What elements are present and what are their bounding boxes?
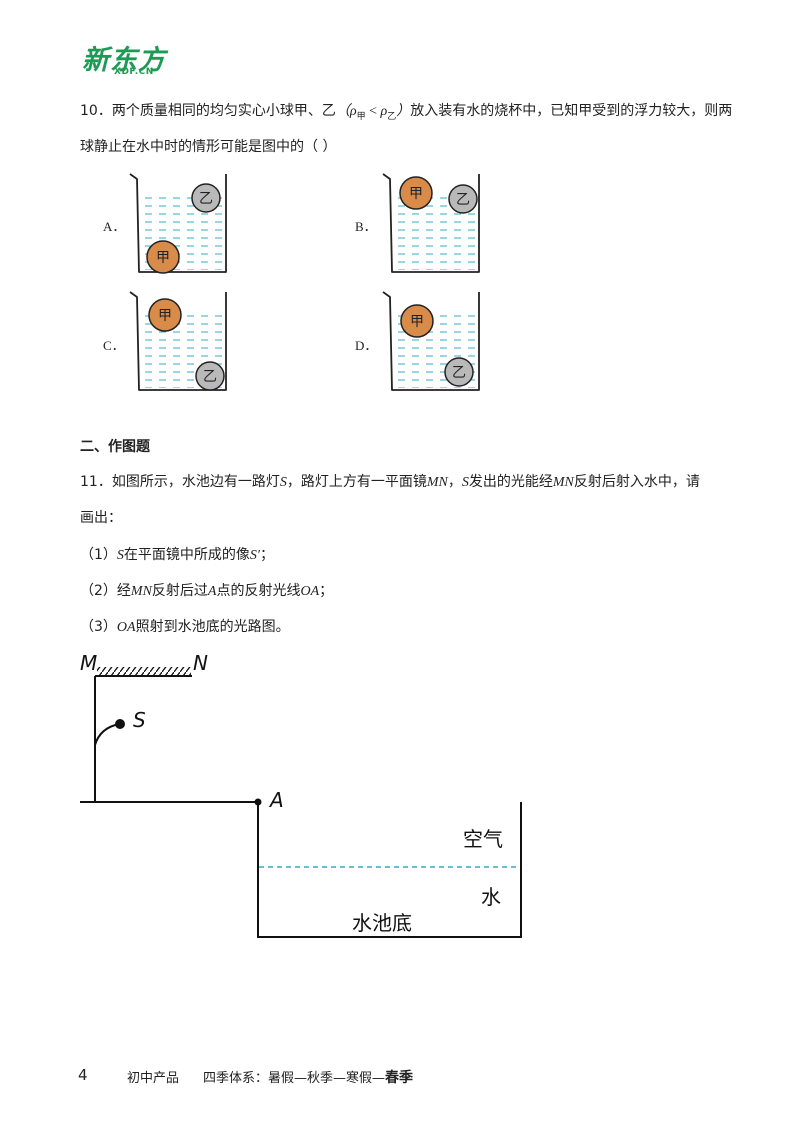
pool-outline <box>257 802 522 938</box>
ball-jia-c: 甲 <box>148 298 182 332</box>
option-c-label: C． <box>103 338 125 353</box>
svg-text:乙: 乙 <box>452 365 466 381</box>
label-pool-bottom: 水池底 <box>352 911 412 935</box>
lamp-arm <box>94 723 120 746</box>
ball-yi-c: 乙 <box>195 361 225 391</box>
label-a: A <box>268 788 284 812</box>
svg-text:甲: 甲 <box>156 250 170 266</box>
q10-text-part1: 两个质量相同的均匀实心小球甲、乙 <box>111 103 336 119</box>
svg-text:甲: 甲 <box>158 308 172 324</box>
footer-product: 初中产品 <box>127 1071 180 1086</box>
beakers-figure: 乙 甲 甲 乙 甲 乙 <box>129 173 480 391</box>
footer-system: 四季体系：暑假—秋季—寒假—春季 <box>203 1070 414 1086</box>
q11-sub2: （2）经MN反射后过A点的反射光线OA； <box>80 583 334 599</box>
svg-text:乙: 乙 <box>199 191 213 207</box>
label-s: S <box>133 708 146 732</box>
q11-line2: 画出： <box>80 510 122 526</box>
ball-yi-b: 乙 <box>448 184 478 214</box>
label-m: M <box>80 651 97 675</box>
section-title: 二、作图题 <box>80 439 150 455</box>
q10-line1: 10．两个质量相同的均匀实心小球甲、乙（ρ甲 < ρ乙）放入装有水的烧杯中，已知… <box>80 101 732 126</box>
option-b-label: B． <box>355 219 377 234</box>
q11-sub1: （1）S在平面镜中所成的像S′； <box>80 547 274 563</box>
svg-text:甲: 甲 <box>410 314 424 330</box>
beaker-b: 甲 乙 <box>382 173 480 273</box>
page-number: 4 <box>78 1066 88 1084</box>
logo-main-text: 新东方 <box>82 45 166 76</box>
mirror-mn <box>95 667 192 677</box>
svg-text:甲: 甲 <box>409 186 423 202</box>
ball-jia-a: 甲 <box>146 240 180 274</box>
ball-yi-a: 乙 <box>191 183 221 213</box>
ball-jia-d: 甲 <box>400 304 434 338</box>
q11-line1: 11．如图所示，水池边有一路灯S，路灯上方有一平面镜MN，S发出的光能经MN反射… <box>80 474 700 490</box>
q10-rho-a: （ρ甲 < ρ乙） <box>335 104 411 121</box>
logo-sub-text: XDF.CN <box>114 67 154 77</box>
beaker-d: 甲 乙 <box>382 291 480 391</box>
ball-jia-b: 甲 <box>399 176 433 210</box>
option-a-label: A． <box>103 219 126 234</box>
lamp-s-point <box>115 719 125 729</box>
ball-yi-d: 乙 <box>444 357 474 387</box>
svg-text:乙: 乙 <box>456 192 470 208</box>
q10-text-part2: 放入装有水的烧杯中，已知甲受到的浮力较大，则两 <box>410 103 733 119</box>
label-water: 水 <box>481 885 501 909</box>
beaker-a: 乙 甲 <box>129 173 227 274</box>
option-d-label: D． <box>355 338 378 353</box>
q10-number: 10． <box>80 103 112 119</box>
beaker-c: 甲 乙 <box>129 291 227 391</box>
q11-sub3: （3）OA照射到水池底的光路图。 <box>80 619 290 635</box>
q10-line2: 球静止在水中时的情形可能是图中的（ ） <box>80 139 337 155</box>
label-air: 空气 <box>463 827 503 851</box>
xdf-logo: 新东方 XDF.CN <box>82 38 192 82</box>
pool-diagram: M N S A 空气 水 水池底 <box>80 651 522 938</box>
svg-text:乙: 乙 <box>203 369 217 385</box>
label-n: N <box>193 651 208 675</box>
